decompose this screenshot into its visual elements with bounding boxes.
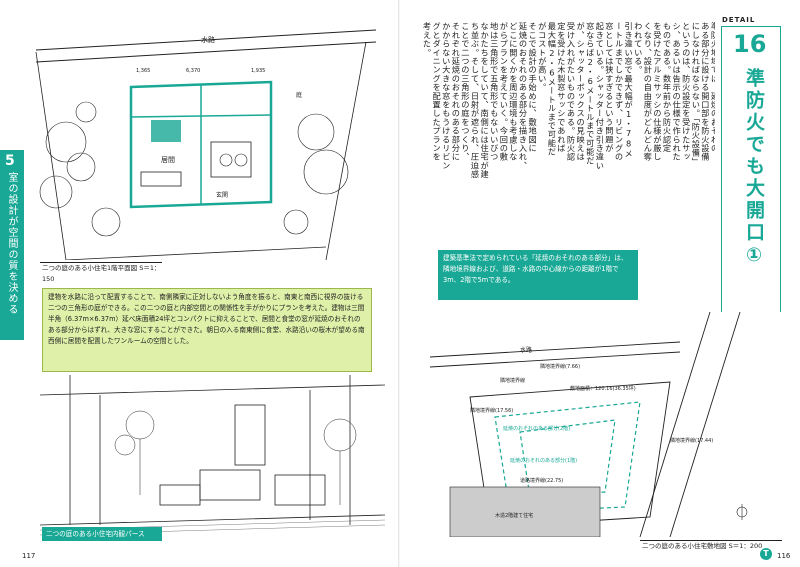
body-text-line: 地は三角形で五角形でもないいびつ — [489, 22, 500, 162]
body-text-line: 準防火地域では、延焼のおそれの — [710, 22, 715, 153]
body-text-line: を受けたアルミサッシの仕様が厳し — [652, 22, 663, 162]
chapter-title: 室の設計が空間の質を決める — [6, 172, 17, 315]
body-text-line: 窓としては狭すぎるという問題が — [604, 22, 615, 153]
body-text-line: それぞれ延焼のおそれのある部分に — [450, 22, 461, 162]
chapter-tab — [0, 150, 24, 340]
site-plan-caption: 二つの庭のある小住宅敷地図 S＝1：200 — [640, 540, 782, 552]
body-text-line: ある部分に設ける開口部を防火設備 — [700, 22, 711, 162]
detail-label: DETAIL — [722, 16, 756, 24]
body-text-line: 受け入れがたいものである。防火認 — [566, 22, 576, 162]
site-area-label: 敷地面積：120.16(36.35坪) — [570, 385, 636, 392]
perspective-caption: 二つの庭のある小住宅内観パース — [42, 527, 162, 541]
plan-entrance-label: 玄関 — [216, 191, 228, 199]
body-text-line: 延焼のおそれのある部分を描き入れ、 — [518, 22, 528, 170]
body-text-line: なかたちをしていて、南側には住宅が建 — [479, 22, 490, 179]
body-text-line: がコストが高い。 — [537, 22, 548, 92]
body-text-line: ートルまでしかできず、リビングの — [614, 22, 624, 162]
detail-number: 16 — [733, 30, 767, 58]
body-text-line: というのは、防火設定を受けたサッ — [681, 22, 692, 162]
body-text-line: ことで二つの三角形の庭をつくり、 — [460, 22, 471, 162]
description-box: 建物を水路に沿って配置することで、南側隣家に正対しないよう角度を振ると、南東と南… — [42, 288, 372, 372]
body-text-line: どこに開くかを周辺環境も考慮しな — [508, 22, 519, 162]
site-boundary-c: 隣地境界線(17.44) — [670, 437, 713, 444]
body-text-line: ものである。数年前から防火認定 — [662, 22, 672, 153]
body-text-line: ち並ぶ。そして、日射が遮られ、圧迫感 — [470, 22, 480, 179]
site-fire-zone-1f: 延焼のおそれのある部分(1階) — [510, 457, 577, 464]
plan-garden-label: 庭 — [296, 91, 302, 99]
publisher-logo-icon: T — [760, 548, 772, 560]
site-plan-drawing: 水路 隣地境界線(7.66) 隣地境界線 敷地面積：120.16(36.35坪)… — [410, 312, 790, 537]
page-number-left: 117 — [22, 552, 36, 560]
body-text-line: 考えた。 — [422, 22, 432, 57]
floor-plan-drawing: 水路 居間 玄関 庭 1,365 6,370 1,935 — [26, 22, 388, 260]
body-text-line: くなり、設計の自由度がどんどん奪 — [642, 22, 653, 162]
site-boundary-b: 隣地境界線 — [500, 377, 525, 384]
plan-road-label: 水路 — [201, 35, 215, 44]
body-text-line: が、シャッターボックスの見映えは — [575, 22, 586, 162]
body-text-line: シ、あるいは告示の仕様で作られた — [671, 22, 682, 162]
body-text-line: グとダイニングを配置したプランを — [431, 22, 442, 162]
plan-dim2: 6,370 — [186, 68, 200, 74]
body-text-line: がらプランを考えていく。今回の敷 — [498, 22, 509, 162]
chapter-number: 5 — [5, 153, 15, 169]
site-neighbor-house: 木造2階建て住宅 — [495, 512, 533, 519]
body-text-line: 起きている。シャッター付き引き違い — [594, 22, 605, 170]
body-text-line: 窓ならば2・6メートルまで可能だ — [585, 22, 596, 165]
site-fire-zone-2f: 延焼のおそれのある部分(2階) — [503, 425, 570, 432]
site-boundary-a: 隣地境界線(7.66) — [540, 363, 580, 370]
plan-dim1: 1,365 — [136, 68, 150, 74]
site-boundary-e: 道路境界線(22.75) — [520, 477, 563, 484]
body-text-line: 引き違い窓で最大幅が1・78メ — [623, 22, 634, 158]
interior-perspective-drawing — [40, 375, 385, 540]
site-road-label: 水路 — [520, 346, 532, 354]
body-text-line: にしなければならない。「防火設備」 — [690, 22, 701, 166]
site-boundary-d: 隣地境界線(17.56) — [470, 407, 513, 414]
body-text-line: 定を受けた木製窓サッシであれば — [556, 22, 567, 153]
page-number-right: 116 — [777, 552, 791, 560]
floor-plan-caption: 二つの庭のある小住宅1階平面図 S＝1：150 — [40, 262, 162, 283]
body-text-line: そこで設計の手始めに、敷地図に — [527, 22, 538, 153]
body-text-line: 最大幅2・6メートルまで可能だ — [546, 22, 557, 157]
plan-dim3: 1,935 — [251, 68, 265, 74]
body-text-line: われている。 — [633, 22, 644, 75]
plan-living-label: 居間 — [161, 156, 175, 164]
body-text-area: 準防火地域では、延焼のおそれのある部分に設ける開口部を防火設備にしなければならな… — [410, 22, 715, 302]
legal-note-box: 建築基準法で定められている「延焼のおそれのある部分」は、隣地境界線および、道路・… — [438, 250, 638, 300]
detail-title: 準防火でも大開口① — [743, 68, 765, 269]
body-text-line: かからない大きな窓をもうけるリビン — [441, 22, 452, 170]
left-page: 水路 居間 玄関 庭 1,365 6,370 1,935 二つの庭のある小住宅1… — [0, 22, 388, 560]
